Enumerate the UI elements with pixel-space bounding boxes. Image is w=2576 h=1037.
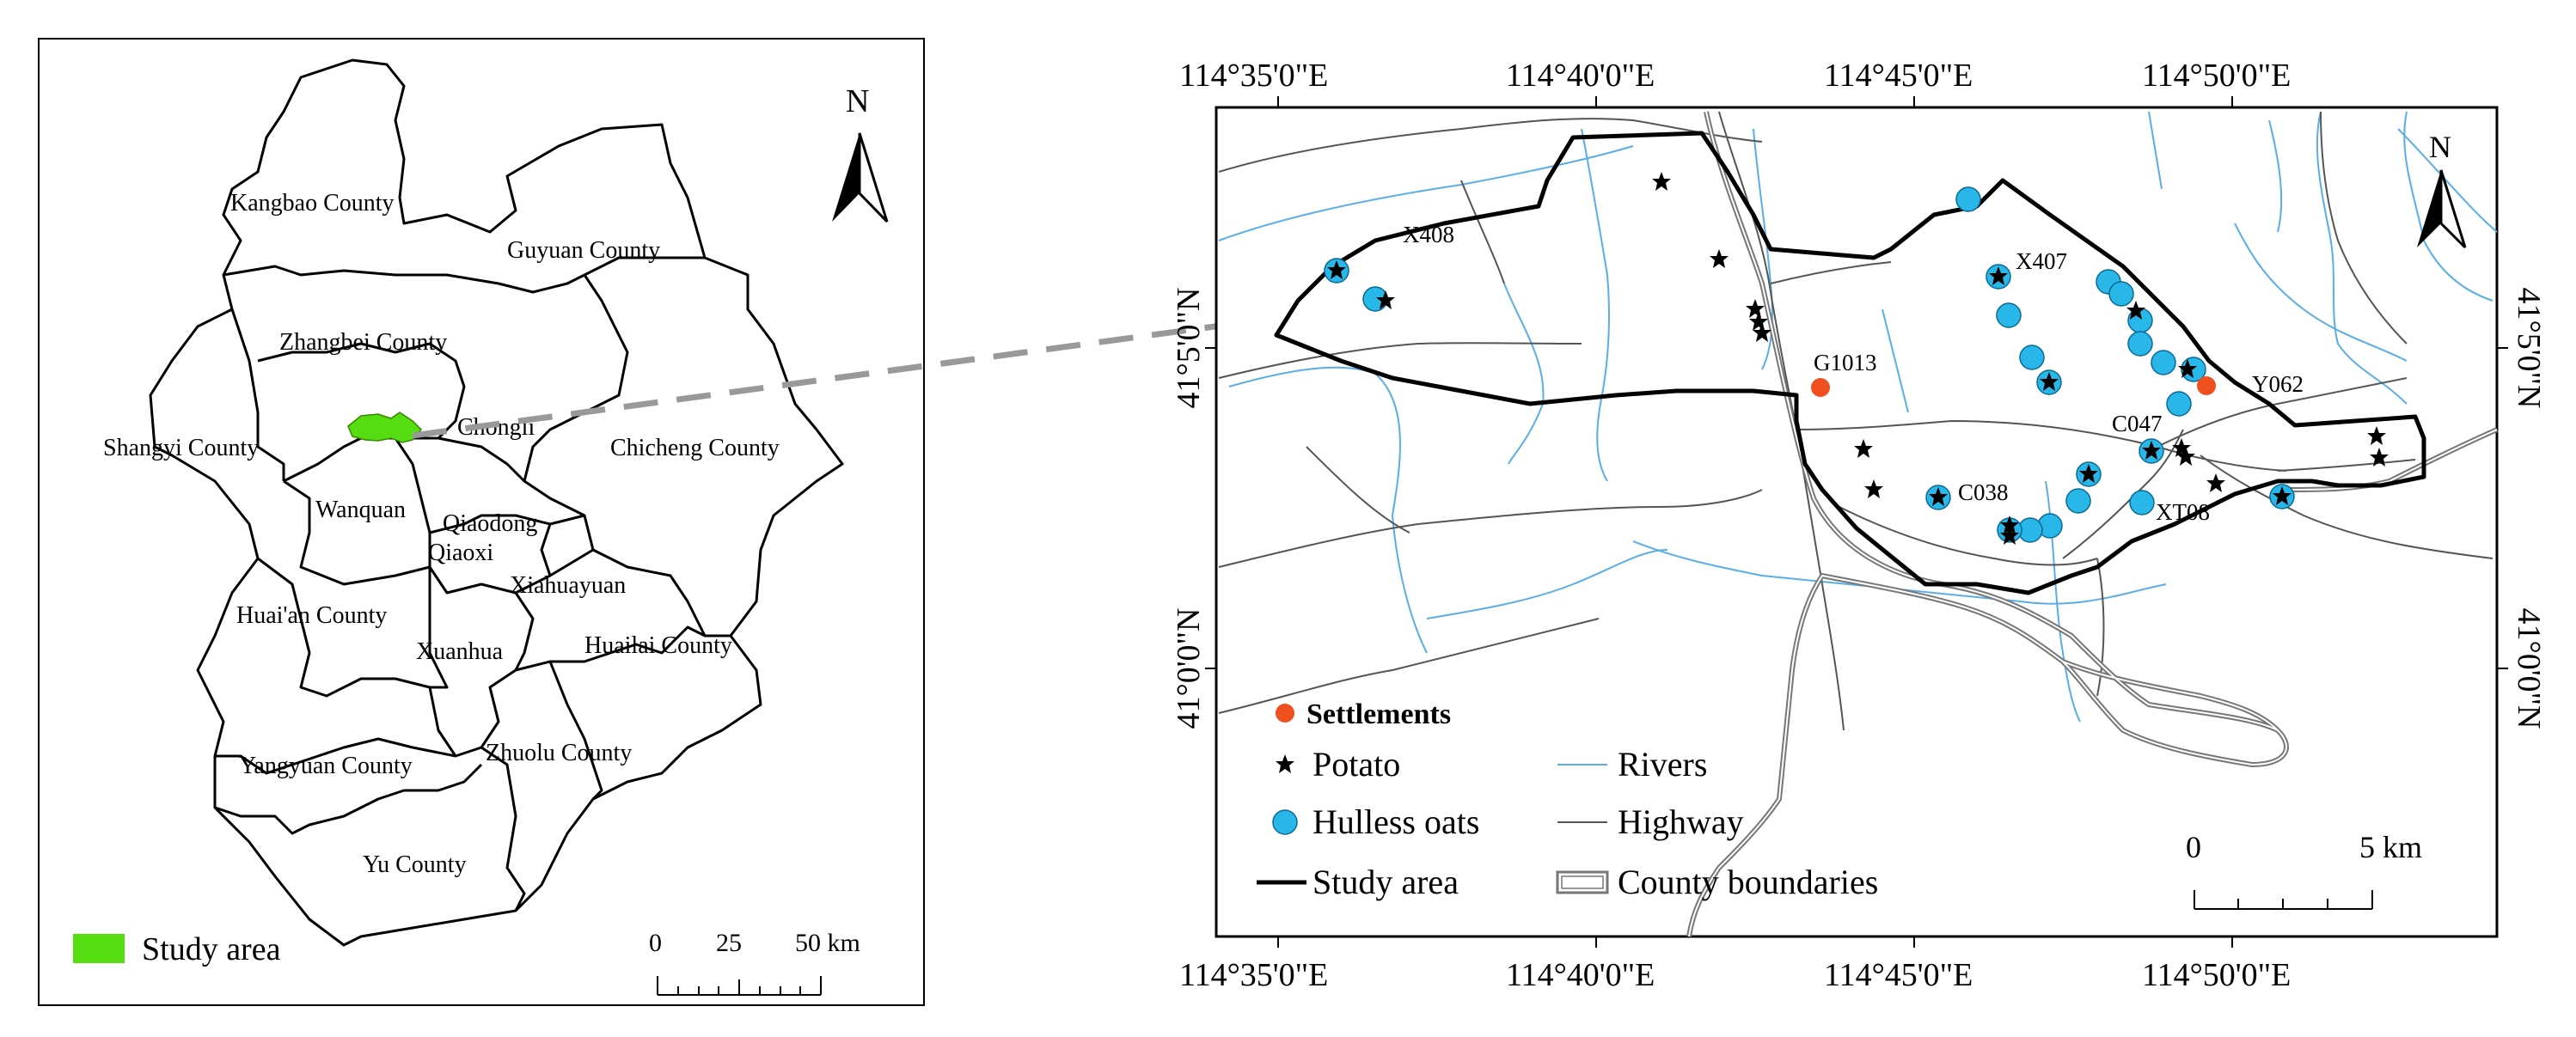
left-map-frame — [38, 38, 925, 1006]
oats-point — [2065, 488, 2091, 514]
left-legend-swatch — [73, 934, 125, 963]
county-label-huailai: Huailai County — [584, 632, 732, 659]
county-label-chicheng: Chicheng County — [610, 435, 780, 461]
left-scale-bar — [657, 976, 822, 996]
right-north-arrow-icon — [2417, 170, 2441, 247]
right-map-frame — [1215, 106, 2499, 938]
right-tick-label-1: 41°5'0"N — [2511, 288, 2547, 409]
left-tick-label-2: 41°0'0"N — [1171, 608, 1207, 729]
place-label-x407: X407 — [2016, 248, 2067, 274]
place-label-c038: C038 — [1958, 479, 2009, 505]
bottom-tick-label-3: 114°45'0"E — [1824, 957, 1973, 993]
oats-point — [2127, 331, 2153, 357]
legend-rivers-label: Rivers — [1618, 745, 1707, 784]
right-scale-tick-5: 5 km — [2359, 830, 2422, 864]
left-scale-tick-25: 25 — [716, 929, 742, 957]
county-label-xuanhua: Xuanhua — [416, 638, 504, 665]
connector-arrow — [412, 319, 1247, 439]
oats-point — [1996, 302, 2022, 328]
oats-point — [2151, 350, 2176, 375]
place-label-c047: C047 — [2112, 411, 2163, 436]
top-tick-label-3: 114°45'0"E — [1824, 58, 1973, 94]
oats-point — [2129, 490, 2155, 515]
top-tick-label-2: 114°40'0"E — [1506, 58, 1655, 94]
bottom-tick-label-4: 114°50'0"E — [2142, 957, 2291, 993]
right-tick-label-2: 41°0'0"N — [2511, 608, 2547, 729]
bottom-tick-label-1: 114°35'0"E — [1179, 957, 1328, 993]
settlement-points — [1811, 376, 2216, 397]
oats-point — [2019, 345, 2045, 370]
place-label-y062: Y062 — [2252, 371, 2304, 397]
right-map-content: X408 X407 G1013 Y062 C047 C038 XT08 — [1218, 111, 2499, 937]
right-scale-tick-0: 0 — [2186, 830, 2201, 864]
right-north-label: N — [2429, 130, 2451, 164]
left-county-boundaries — [149, 58, 844, 947]
place-label-xt08: XT08 — [2156, 499, 2210, 525]
legend-county-boundaries-label: County boundaries — [1618, 863, 1878, 901]
legend-oats-symbol — [1272, 809, 1298, 835]
county-label-zhangbei: Zhangbei County — [279, 329, 447, 356]
legend-county-boundaries-symbol — [1556, 870, 1609, 894]
settlement-point — [1811, 378, 1830, 397]
legend-oats-label: Hulless oats — [1312, 802, 1479, 841]
county-label-wanquan: Wanquan — [315, 497, 406, 523]
legend-highway-label: Highway — [1618, 802, 1744, 841]
oats-point — [1955, 186, 1981, 212]
top-tick-label-1: 114°35'0"E — [1179, 58, 1328, 94]
place-label-g1013: G1013 — [1814, 350, 1877, 375]
oats-point — [2108, 281, 2134, 307]
county-label-yu: Yu County — [363, 851, 467, 878]
bottom-tick-label-2: 114°40'0"E — [1506, 957, 1655, 993]
county-label-zhuolu: Zhuolu County — [486, 740, 632, 766]
oats-point — [2166, 391, 2192, 417]
settlement-point — [2197, 376, 2216, 395]
legend-settlement-symbol — [1276, 704, 1294, 723]
county-label-guyuan: Guyuan County — [507, 237, 660, 264]
county-label-xiahuayuan: Xiahuayuan — [510, 572, 626, 599]
left-north-arrow-icon — [832, 133, 860, 222]
right-scale-bar — [2194, 890, 2373, 910]
county-label-qiaoxi: Qiaoxi — [428, 540, 493, 566]
left-tick-label-1: 41°5'0"N — [1171, 288, 1207, 409]
highways — [1218, 111, 2493, 731]
left-north-arrow: N — [832, 83, 889, 223]
county-label-kangbao: Kangbao County — [230, 190, 395, 217]
left-scale-tick-0: 0 — [649, 929, 662, 957]
place-label-x408: X408 — [1403, 222, 1454, 247]
left-north-label: N — [846, 83, 869, 119]
left-legend-label: Study area — [142, 931, 281, 967]
left-scale-tick-50: 50 km — [795, 929, 860, 957]
county-label-huaian: Huai'an County — [236, 602, 387, 629]
right-legend: Settlements Potato Hulless oats Study ar… — [1257, 698, 1878, 901]
legend-potato-label: Potato — [1312, 745, 1400, 784]
county-label-shangyi: Shangyi County — [103, 435, 259, 461]
top-tick-label-4: 114°50'0"E — [2142, 58, 2291, 94]
right-graticule-ticks — [1205, 96, 2508, 948]
legend-settlements-label: Settlements — [1306, 698, 1451, 730]
county-label-qiaodong: Qiaodong — [443, 510, 537, 537]
legend-study-area-label: Study area — [1312, 863, 1459, 901]
right-north-arrow: N — [2417, 130, 2467, 249]
county-label-yangyuan: Yangyuan County — [239, 753, 413, 779]
study-area-outline — [1274, 131, 2426, 595]
